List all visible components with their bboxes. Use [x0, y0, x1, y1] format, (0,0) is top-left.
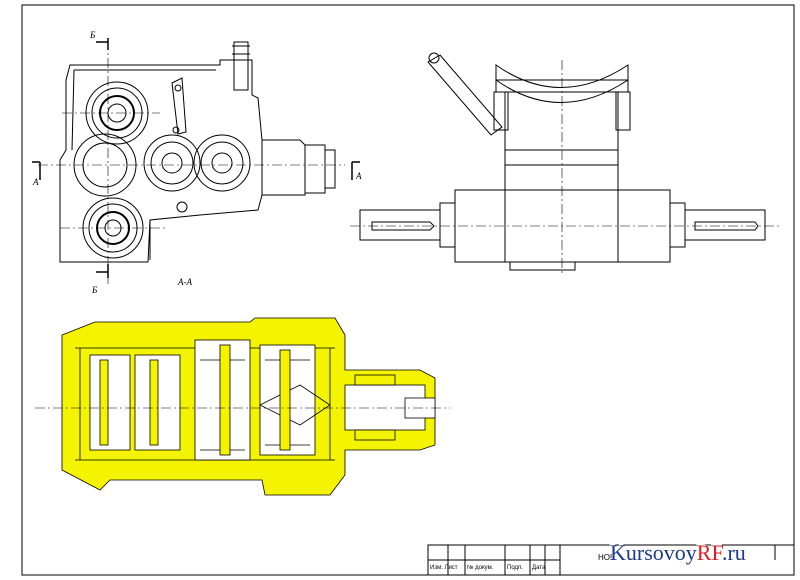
section-label-top: Б: [90, 30, 96, 40]
watermark-suffix: .ru: [721, 540, 746, 565]
watermark-accent: RF: [696, 540, 722, 565]
title-block: [427, 544, 795, 576]
watermark-main: Kursovoy: [610, 540, 697, 565]
title-block-code: НОГ: [598, 553, 615, 562]
section-label-bottom: Б: [92, 285, 98, 295]
watermark-logo[interactable]: KursovoyRF.ru: [610, 540, 746, 566]
arrow-label-right: А: [356, 171, 362, 181]
view-label-aa: А-А: [178, 277, 192, 287]
arrow-label-left: А: [33, 177, 39, 187]
title-cell-4: Дата: [532, 565, 546, 571]
title-cell-1: Изм. Лист: [430, 565, 458, 571]
section-aa: [61, 317, 436, 496]
sheet-frame: [21, 4, 795, 576]
side-view: [359, 52, 766, 271]
title-cell-2: № докум.: [467, 565, 494, 571]
title-cell-3: Подп.: [507, 565, 523, 571]
section-markers: [32, 38, 360, 278]
front-view: [59, 41, 336, 263]
front-centrelines: [38, 40, 345, 285]
